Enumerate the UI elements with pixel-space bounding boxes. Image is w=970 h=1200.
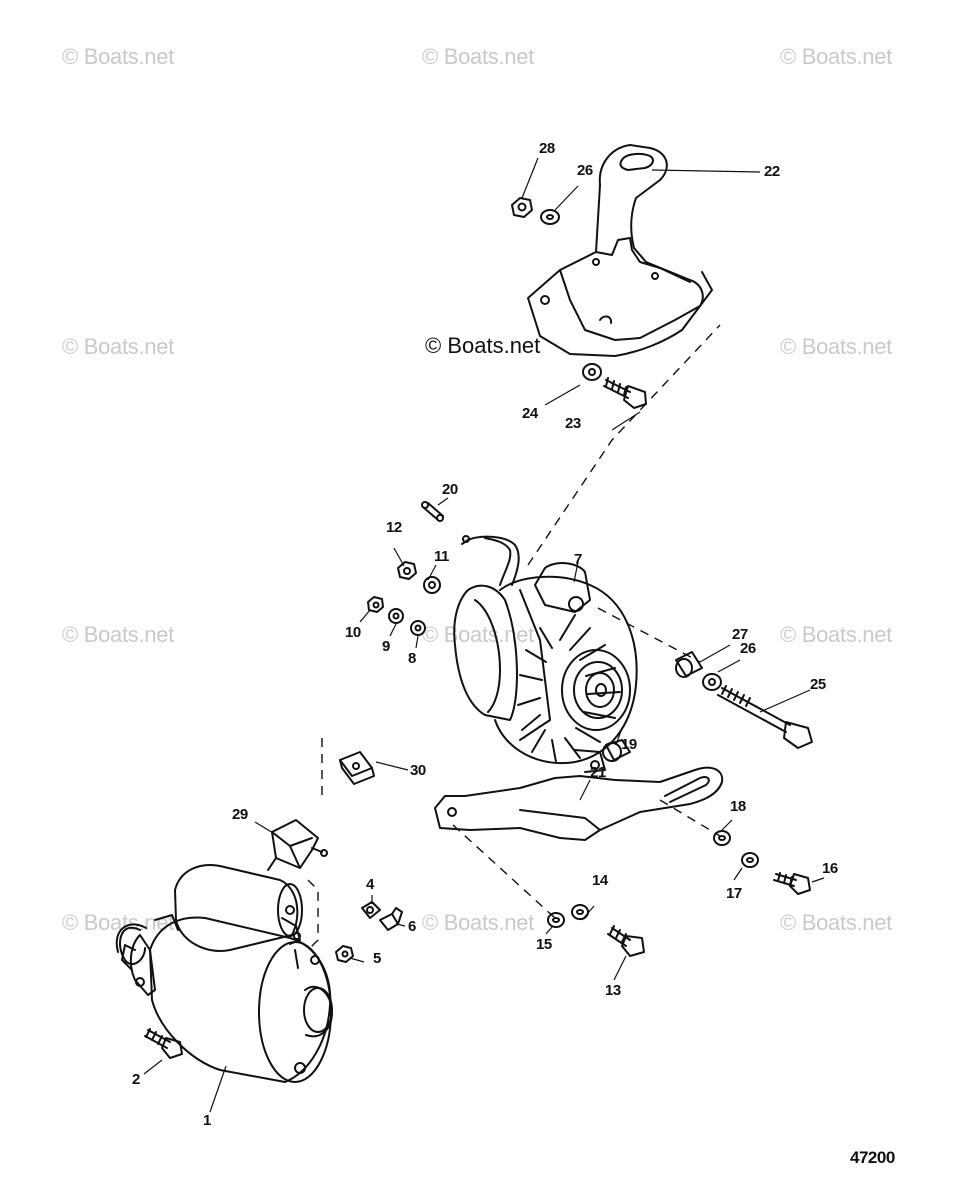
callout-14: 14	[592, 872, 608, 889]
watermark: © Boats.net	[780, 44, 892, 69]
pin-20	[421, 501, 444, 522]
callout-27: 27	[732, 626, 748, 643]
washer-14	[571, 904, 589, 920]
watermark: © Boats.net	[62, 334, 174, 359]
callout-5: 5	[373, 950, 381, 967]
terminal-6	[379, 907, 403, 931]
callout-24: 24	[522, 405, 538, 422]
watermark: © Boats.net	[780, 622, 892, 647]
watermark: © Boats.net	[422, 910, 534, 935]
starter-motor-1	[115, 864, 333, 1083]
nut-5	[335, 945, 354, 963]
bracket-22	[527, 144, 713, 357]
callout-26-upper: 26	[577, 162, 593, 179]
callout-25: 25	[810, 676, 826, 693]
callout-29: 29	[232, 806, 248, 823]
callout-19: 19	[621, 736, 637, 753]
callout-23: 23	[565, 415, 581, 432]
callout-4: 4	[366, 876, 374, 893]
bolt-2	[144, 1028, 183, 1059]
nut-10	[367, 596, 384, 613]
callout-12: 12	[386, 519, 402, 536]
callout-21: 21	[590, 764, 606, 781]
nut-12	[397, 561, 417, 580]
callout-13: 13	[605, 982, 621, 999]
bolt-23	[603, 377, 647, 409]
washer-26-lower	[702, 673, 722, 691]
bolt-16	[773, 872, 811, 895]
washer-15	[547, 912, 565, 928]
bolt-25	[717, 685, 813, 749]
washer-17	[741, 852, 759, 868]
callout-6: 6	[408, 918, 416, 935]
screw-4	[361, 901, 381, 919]
washer-18	[713, 830, 731, 846]
callout-10: 10	[345, 624, 361, 641]
watermark: © Boats.net	[62, 910, 174, 935]
washer-8	[410, 620, 426, 636]
callout-7: 7	[574, 551, 582, 568]
callout-11: 11	[434, 548, 449, 565]
rectifier-29	[267, 819, 328, 871]
callout-18: 18	[730, 798, 746, 815]
watermark: © Boats.net	[780, 910, 892, 935]
nut-28	[511, 197, 533, 218]
washer-24	[582, 363, 602, 381]
diagram-number: 47200	[850, 1148, 895, 1167]
watermark: © Boats.net	[62, 622, 174, 647]
watermark-dark: © Boats.net	[425, 333, 541, 358]
callout-9: 9	[382, 638, 390, 655]
callout-16: 16	[822, 860, 838, 877]
clip-30	[339, 751, 375, 785]
callout-22: 22	[764, 163, 780, 180]
washer-9	[388, 608, 404, 624]
watermark: © Boats.net	[62, 44, 174, 69]
callout-28: 28	[539, 140, 555, 157]
callout-26-lower: 26	[740, 640, 756, 657]
alternator-7	[453, 535, 638, 773]
bolt-13	[607, 925, 645, 957]
callout-20: 20	[442, 481, 458, 498]
washer-11	[423, 576, 441, 594]
callout-30: 30	[410, 762, 426, 779]
callout-15: 15	[536, 936, 552, 953]
watermark: © Boats.net	[422, 44, 534, 69]
callout-8: 8	[408, 650, 416, 667]
watermark: © Boats.net	[780, 334, 892, 359]
brace-21	[434, 766, 724, 841]
callout-17: 17	[726, 885, 742, 902]
washer-26-upper	[540, 209, 560, 225]
callout-2: 2	[132, 1071, 140, 1088]
callout-1: 1	[203, 1112, 211, 1129]
